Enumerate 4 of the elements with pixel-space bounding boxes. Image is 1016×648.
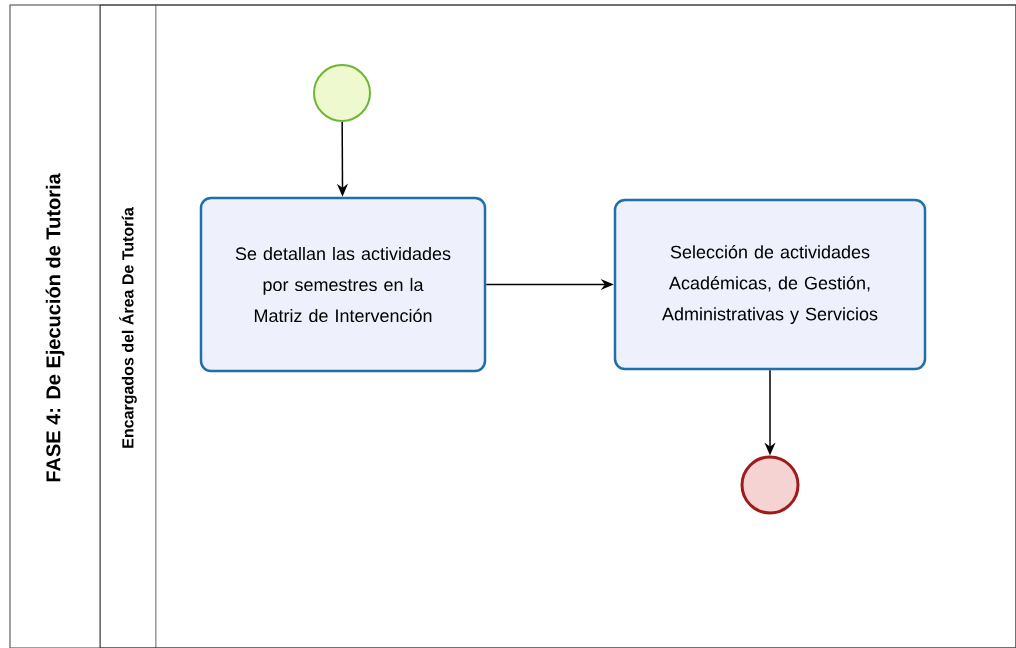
start-event [313,64,371,122]
task-box: Se detallan las actividades por semestres en la Matriz de Intervención [199,196,487,373]
task-box: Selección de actividades Académicas, de Gestión, Administrativas y Servicios [613,198,927,371]
end-event [740,455,800,515]
